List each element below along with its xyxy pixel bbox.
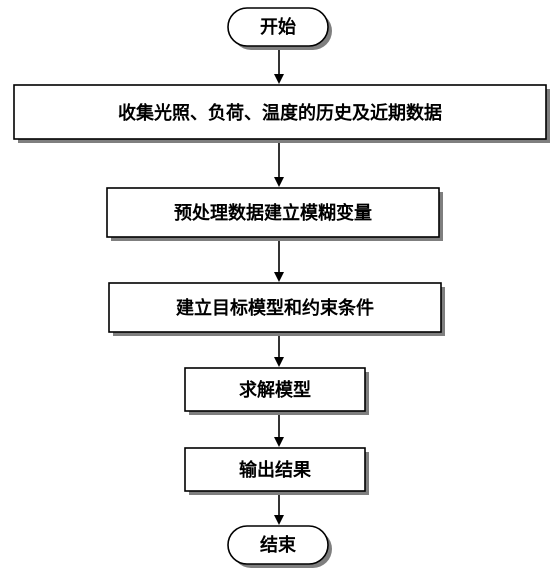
end-terminal: 结束 — [227, 525, 332, 568]
process-collect-data-shape — [13, 84, 547, 140]
edge-start-to-step1 — [274, 46, 284, 84]
start-terminal-label: 开始 — [260, 16, 296, 38]
edge-step3-to-step4 — [274, 332, 284, 367]
start-terminal-shape — [227, 7, 329, 47]
process-solve-model-label: 求解模型 — [239, 379, 311, 401]
edge-step4-to-step5 — [274, 411, 284, 447]
process-output-results: 输出结果 — [184, 447, 369, 495]
process-preprocess-data-shape — [106, 187, 440, 238]
edge-step5-to-end — [274, 491, 284, 525]
end-terminal-label: 结束 — [260, 534, 297, 556]
edge-step1-to-step2 — [274, 139, 284, 187]
process-output-results-label: 输出结果 — [239, 459, 312, 481]
process-collect-data-label: 收集光照、负荷、温度的历史及近期数据 — [118, 102, 442, 124]
process-build-model-shape — [108, 282, 442, 333]
process-solve-model-shape — [184, 367, 366, 412]
process-preprocess-data-label: 预处理数据建立模糊变量 — [174, 202, 372, 224]
process-build-model: 建立目标模型和约束条件 — [108, 282, 445, 336]
process-preprocess-data: 预处理数据建立模糊变量 — [106, 187, 443, 241]
start-terminal: 开始 — [227, 7, 332, 50]
process-build-model-label: 建立目标模型和约束条件 — [176, 297, 374, 319]
process-collect-data: 收集光照、负荷、温度的历史及近期数据 — [13, 84, 550, 143]
process-output-results-shape — [184, 447, 366, 492]
process-solve-model: 求解模型 — [184, 367, 369, 415]
edge-step2-to-step3 — [274, 237, 284, 282]
end-terminal-shape — [227, 525, 329, 565]
